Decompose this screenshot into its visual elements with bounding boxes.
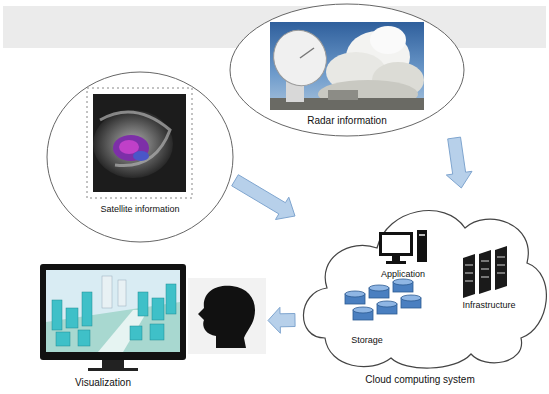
component-label: Infrastructure [462, 299, 515, 311]
block-arrow [446, 137, 472, 188]
node-label: Visualization [75, 377, 131, 389]
node-label: Radar information [307, 115, 386, 127]
visualization-panel: Visualization [38, 262, 268, 392]
cloud-illustration [295, 188, 547, 388]
caption-label: Cloud computing system [365, 374, 475, 386]
radar-ellipse: Radar information [228, 2, 466, 138]
cloud-shape: Cloud computing system ApplicationInfrast… [295, 188, 547, 388]
satellite-ellipse: Satellite information [45, 70, 235, 245]
satellite-illustration [45, 70, 235, 245]
visualization-illustration [38, 262, 268, 392]
node-label: Satellite information [100, 203, 179, 215]
component-label: Storage [351, 334, 383, 346]
component-label: Application [381, 268, 425, 280]
block-arrow [268, 307, 295, 333]
block-arrow [232, 175, 295, 220]
